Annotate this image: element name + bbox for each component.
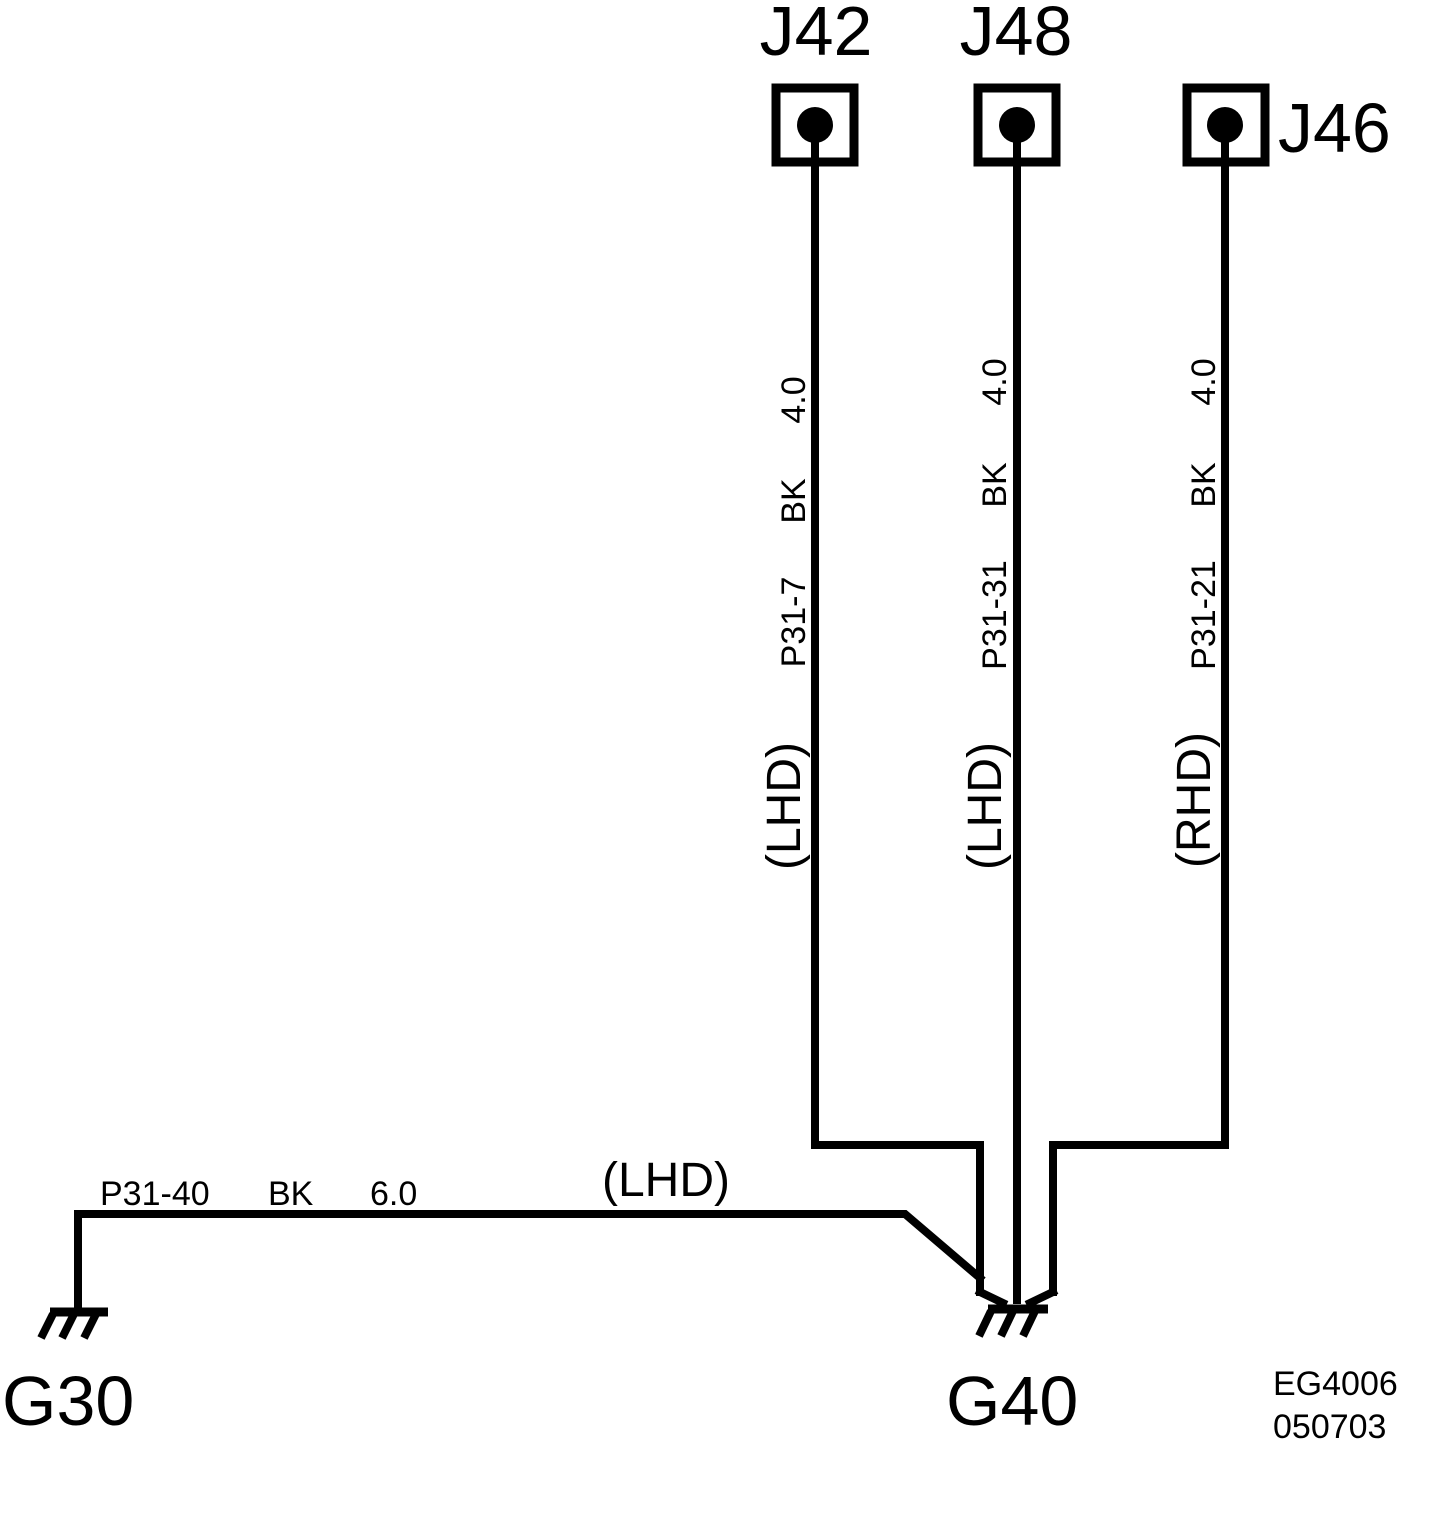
wire-converge-left bbox=[974, 1286, 1009, 1309]
wire1-variant-label: (LHD) bbox=[758, 742, 811, 870]
wire1-pin-label: P31-7 bbox=[775, 577, 813, 668]
ground-g40-icon bbox=[975, 1304, 1048, 1338]
reference-code: EG4006 bbox=[1273, 1365, 1398, 1403]
wire2-size-label: 4.0 bbox=[976, 358, 1014, 405]
connector-j46-label: J46 bbox=[1278, 89, 1391, 167]
ground-g30-label: G30 bbox=[2, 1362, 134, 1440]
wire-converge-right bbox=[1024, 1286, 1059, 1309]
wire-j46-to-g40 bbox=[1049, 121, 1229, 1296]
wire4-pin-label: P31-40 bbox=[100, 1175, 210, 1213]
reference-date: 050703 bbox=[1273, 1408, 1386, 1446]
wire4-color-label: BK bbox=[268, 1175, 314, 1213]
wire-g30-to-g40 bbox=[74, 1210, 986, 1316]
wire3-variant-label: (RHD) bbox=[1168, 732, 1221, 868]
wire-j42-to-g40 bbox=[811, 121, 984, 1296]
connector-j42-label: J42 bbox=[760, 0, 873, 70]
ground-g30-icon bbox=[37, 1307, 108, 1340]
wire2-variant-label: (LHD) bbox=[959, 742, 1012, 870]
wire2-color-label: BK bbox=[976, 462, 1014, 508]
wire3-size-label: 4.0 bbox=[1185, 358, 1223, 405]
wire4-size-label: 6.0 bbox=[370, 1175, 417, 1213]
wire1-color-label: BK bbox=[775, 478, 813, 524]
ground-g40-label: G40 bbox=[946, 1362, 1078, 1440]
wire3-pin-label: P31-21 bbox=[1185, 560, 1223, 670]
connector-j48-label: J48 bbox=[960, 0, 1073, 70]
wire2-pin-label: P31-31 bbox=[976, 560, 1014, 670]
wire1-size-label: 4.0 bbox=[775, 376, 813, 423]
wire4-variant-label: (LHD) bbox=[602, 1154, 730, 1207]
wire3-color-label: BK bbox=[1185, 462, 1223, 508]
